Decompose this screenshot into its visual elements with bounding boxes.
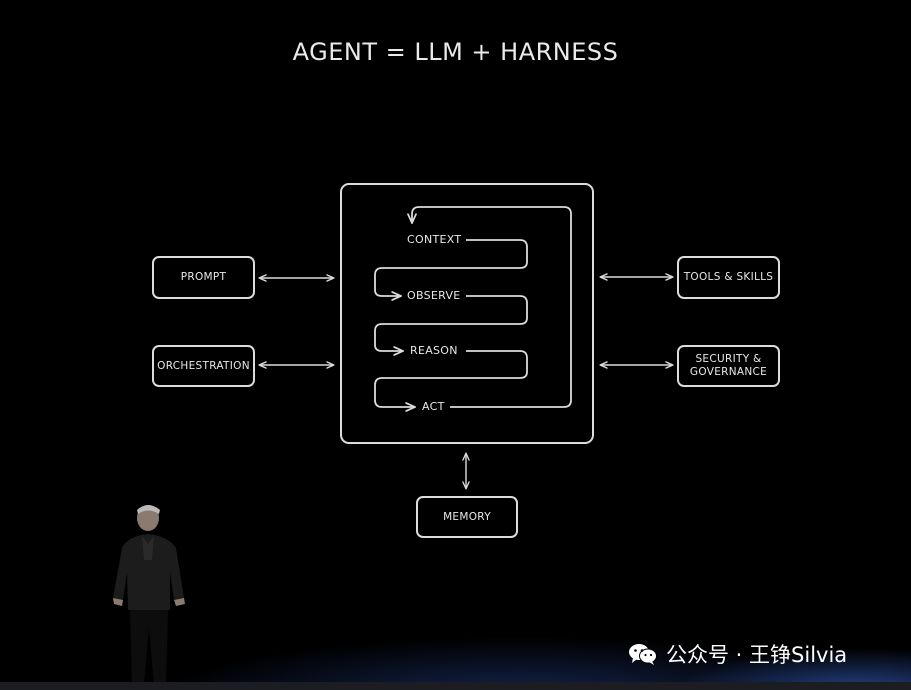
step-observe: OBSERVE [407,289,461,302]
memory-label: MEMORY [443,510,491,523]
security-label-line1: SECURITY & [695,353,762,365]
memory-box: MEMORY [416,496,518,538]
security-governance-box: SECURITY & GOVERNANCE [677,345,780,387]
orchestration-box: ORCHESTRATION [152,345,255,387]
observe-loop-line [374,295,528,351]
harness-box [340,183,594,444]
step-reason: REASON [410,344,458,357]
step-context: CONTEXT [407,233,462,246]
tools-skills-box: TOOLS & SKILLS [677,256,780,299]
step-act: ACT [422,400,445,413]
watermark: 公众号 · 王铮Silvia [628,640,847,668]
presenter-figure [113,505,185,685]
wechat-icon [628,642,658,666]
slide-title: AGENT = LLM + HARNESS [292,38,619,66]
bottom-bar [0,682,911,690]
prompt-box: PROMPT [152,256,255,299]
watermark-text: 公众号 · 王铮Silvia [666,643,848,667]
tools-skills-label: TOOLS & SKILLS [683,271,774,283]
reason-loop-line [374,350,528,407]
context-loop-line [374,239,528,296]
act-return-line [412,206,572,408]
prompt-label: PROMPT [180,271,227,283]
orchestration-label: ORCHESTRATION [157,359,250,372]
security-label-line2: GOVERNANCE [689,366,768,378]
